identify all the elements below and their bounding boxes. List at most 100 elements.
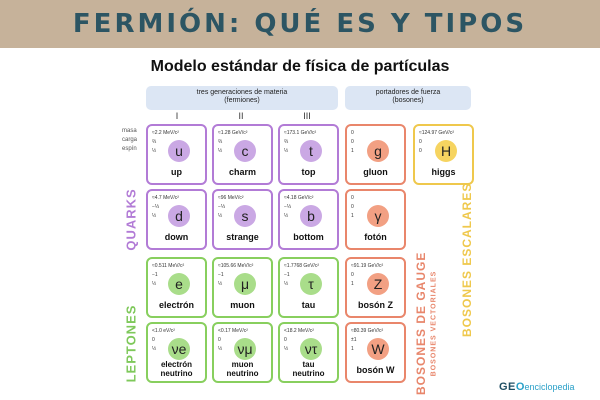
particle-name: higgs (431, 167, 456, 177)
vector-bosons-label: BOSONES VECTORIALES (430, 270, 438, 377)
particle-symbol: τ (300, 273, 322, 295)
charge-value: −1 (152, 272, 158, 278)
particle-name-line1: electrón (160, 360, 193, 369)
charge-value: −1 (218, 272, 224, 278)
header-banner: FERMIÓN: QUÉ ES Y TIPOS (0, 0, 600, 48)
property-label-charge: carga (122, 137, 138, 143)
logo-text-o: O (515, 381, 525, 393)
generation-label-1: I (175, 111, 179, 121)
charge-value: −⅓ (284, 204, 292, 210)
particle-symbol: c (234, 140, 256, 162)
mass-value: <0.17 MeV/c² (218, 328, 248, 334)
bosons-header-line1: portadores de fuerza (375, 89, 441, 96)
mass-value: ≈0.511 MeV/c² (152, 263, 185, 269)
charge-value: 0 (152, 337, 155, 343)
particle-name: bosón Z (358, 300, 393, 310)
particle-name-line1: tau (302, 360, 315, 369)
particle-name: bosón W (356, 365, 395, 375)
particle-symbol: t (300, 140, 322, 162)
mass-value: ≈80.39 GeV/c² (351, 328, 384, 334)
mass-value: ≈2.2 MeV/c² (152, 130, 179, 136)
mass-value: 0 (351, 130, 354, 136)
property-label-spin: espín (122, 146, 137, 152)
particle-symbol: μ (234, 273, 256, 295)
particle-name-line2: neutrino (226, 369, 259, 378)
scalar-bosons-label: BOSONES ESCALARES (460, 182, 474, 337)
particle-symbol: d (168, 205, 190, 227)
charge-value: −1 (284, 272, 290, 278)
spin-value: ½ (152, 346, 157, 352)
particle-symbol: νμ (234, 338, 256, 360)
geoenciclopedia-logo: GEOenciclopedia (499, 381, 575, 393)
charge-value: 0 (218, 337, 221, 343)
particle-card-photon: 0 0 1 γ fotón (345, 189, 406, 250)
charge-value: ⅔ (152, 139, 157, 145)
particle-name: fotón (364, 232, 387, 242)
particle-symbol: g (367, 140, 389, 162)
particle-name: tau (301, 300, 316, 310)
logo-text-ge: GE (499, 381, 516, 393)
diagram-title: Modelo estándar de física de partículas (150, 58, 450, 75)
spin-value: ½ (218, 281, 223, 287)
mass-value: ≈124.97 GeV/c² (419, 130, 454, 136)
spin-value: ½ (284, 148, 289, 154)
spin-value: 1 (351, 213, 354, 219)
mass-value: ≈1.28 GeV/c² (218, 130, 248, 136)
spin-value: ½ (218, 213, 223, 219)
particle-symbol: s (234, 205, 256, 227)
particle-symbol: γ (367, 205, 389, 227)
particle-name: strange (226, 232, 259, 242)
particle-name-line1: muon (231, 360, 254, 369)
particle-name: bottom (293, 232, 324, 242)
particle-symbol: νe (168, 338, 190, 360)
particle-symbol: b (300, 205, 322, 227)
spin-value: ½ (284, 346, 289, 352)
particle-symbol: Z (367, 273, 389, 295)
charge-value: 0 (419, 139, 422, 145)
mass-value: ≈4.18 GeV/c² (284, 195, 314, 201)
particle-name: gluon (363, 167, 388, 177)
mass-value: ≈96 MeV/c² (218, 195, 244, 201)
spin-value: ½ (284, 281, 289, 287)
logo-text-enciclopedia: enciclopedia (524, 382, 575, 392)
charge-value: 0 (284, 337, 287, 343)
fermions-header-line2: (fermiones) (224, 97, 260, 105)
mass-value: <18.2 MeV/c² (284, 328, 314, 334)
particle-name: muon (230, 300, 255, 310)
particle-name: up (171, 167, 182, 177)
mass-value: 0 (351, 195, 354, 201)
generation-label-2: II (238, 111, 244, 121)
spin-value: ½ (152, 148, 157, 154)
mass-value: ≈4.7 MeV/c² (152, 195, 179, 201)
fermions-header-line1: tres generaciones de materia (196, 89, 288, 96)
mass-value: <1.0 eV/c² (152, 328, 175, 334)
particle-symbol: W (367, 338, 389, 360)
particle-name-line2: neutrino (292, 369, 325, 378)
particle-name: charm (228, 167, 256, 177)
bosons-header-line2: (bosones) (392, 97, 424, 105)
particle-name: down (164, 232, 189, 242)
mass-value: ≈91.19 GeV/c² (351, 263, 384, 269)
spin-value: ½ (152, 281, 157, 287)
charge-value: 0 (351, 204, 354, 210)
particle-symbol: H (435, 140, 457, 162)
particle-symbol: e (168, 273, 190, 295)
bosons-header: portadores de fuerza (bosones) (345, 86, 471, 110)
charge-value: 0 (351, 272, 354, 278)
